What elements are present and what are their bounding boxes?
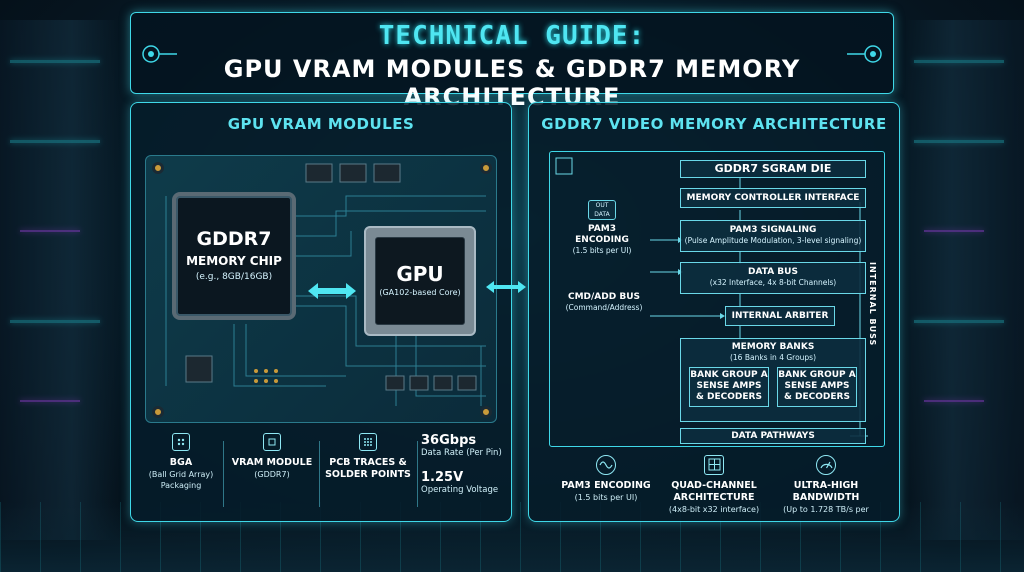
legend-sub: Packaging	[160, 481, 202, 490]
mount-hole	[152, 406, 164, 418]
legend-title: BGA	[169, 457, 193, 468]
gddr7-architecture-panel: GDDR7 VIDEO MEMORY ARCHITECTURE	[528, 102, 900, 522]
circuit-deco-icon	[847, 45, 882, 63]
legend-divider	[417, 441, 418, 507]
server-rack-right	[904, 20, 1024, 540]
out-data-icon: OUT DATA	[588, 200, 616, 220]
memory-chip-label: MEMORY CHIP	[186, 254, 282, 268]
legend-title: PCB TRACES &	[329, 457, 407, 468]
memory-chip-name: GDDR7	[196, 228, 272, 250]
chip-outline-icon	[555, 157, 573, 175]
title-line-1: TECHNICAL GUIDE:	[378, 21, 646, 51]
chip-icon	[263, 433, 281, 451]
vram-modules-panel: GPU VRAM MODULES	[130, 102, 512, 522]
mount-hole	[480, 406, 492, 418]
wave-icon	[596, 455, 616, 475]
server-rack-left	[0, 20, 120, 540]
spec-data-rate: 36Gbps Data Rate (Per Pin) 1.25V Operati…	[421, 433, 503, 495]
legend-divider	[319, 441, 320, 507]
memory-banks-block: MEMORY BANKS (16 Banks in 4 Groups) BANK…	[680, 338, 866, 422]
panel-link-arrow-icon	[486, 281, 526, 293]
feature-pam3-encoding: PAM3 ENCODING (1.5 bits per UI)	[551, 455, 661, 503]
panel-heading: GDDR7 VIDEO MEMORY ARCHITECTURE	[541, 115, 887, 133]
pam3-encoding-side: OUT DATA PAM3 ENCODING (1.5 bits per UI)	[572, 200, 632, 255]
solder-icon	[359, 433, 377, 451]
bank-group-a: BANK GROUP A SENSE AMPS & DECODERS	[689, 367, 769, 407]
internal-buss-label: INTERNAL BUSS	[868, 262, 877, 347]
data-bus-block: DATA BUS (x32 Interface, 4x 8-bit Channe…	[680, 262, 866, 294]
feature-quad-channel: QUAD-CHANNEL ARCHITECTURE (4x8-bit x32 i…	[659, 455, 769, 515]
circuit-deco-icon	[142, 45, 177, 63]
legend-item-bga: BGA (Ball Grid Array) Packaging	[141, 433, 221, 491]
internal-arbiter-block: INTERNAL ARBITER	[725, 306, 835, 326]
legend-item-pcb-traces: PCB TRACES & SOLDER POINTS	[321, 433, 415, 481]
bank-group-b: BANK GROUP A SENSE AMPS & DECODERS	[777, 367, 857, 407]
panel-heading: GPU VRAM MODULES	[227, 115, 415, 133]
gpu-name: GPU	[396, 262, 444, 286]
sgram-die-title: GDDR7 SGRAM DIE	[680, 160, 866, 178]
grid-icon	[704, 455, 724, 475]
legend-title: VRAM MODULE	[231, 457, 313, 468]
spec-label: Operating Voltage	[421, 485, 499, 495]
spec-label: Data Rate (Per Pin)	[421, 448, 502, 458]
gpu-core: (GA102-based Core)	[379, 288, 461, 297]
legend-divider	[223, 441, 224, 507]
pcb-traces	[165, 163, 486, 406]
legend-sub: (GDDR7)	[254, 470, 290, 479]
memory-controller-interface: MEMORY CONTROLLER INTERFACE	[680, 188, 866, 208]
gddr7-memory-chip: GDDR7 MEMORY CHIP (e.g., 8GB/16GB)	[176, 196, 292, 316]
architecture-diagram: GDDR7 SGRAM DIE MEMORY CONTROLLER INTERF…	[549, 151, 885, 447]
bga-icon	[172, 433, 190, 451]
data-pathways-block: DATA PATHWAYS	[680, 428, 866, 444]
mount-hole	[480, 162, 492, 174]
component-legend: BGA (Ball Grid Array) Packaging VRAM MOD…	[141, 433, 503, 513]
cmd-add-bus-label: CMD/ADD BUS (Command/Address)	[565, 292, 643, 312]
mount-hole	[152, 162, 164, 174]
legend-title-2: SOLDER POINTS	[325, 469, 411, 480]
pcb-board: GDDR7 MEMORY CHIP (e.g., 8GB/16GB) GPU (…	[145, 155, 497, 423]
spec-value: 36Gbps	[421, 433, 477, 448]
gauge-icon	[816, 455, 836, 475]
gpu-chip: GPU (GA102-based Core)	[364, 226, 476, 336]
title-banner: TECHNICAL GUIDE: GPU VRAM MODULES & GDDR…	[130, 12, 894, 111]
pam3-signaling-block: PAM3 SIGNALING (Pulse Amplitude Modulati…	[680, 220, 866, 252]
spec-value: 1.25V	[421, 470, 464, 485]
memory-chip-capacity: (e.g., 8GB/16GB)	[195, 272, 273, 282]
legend-sub: (Ball Grid Array)	[148, 470, 214, 479]
legend-item-vram-module: VRAM MODULE (GDDR7)	[227, 433, 317, 480]
feature-ultra-high-bandwidth: ULTRA-HIGH BANDWIDTH (Up to 1.728 TB/s p…	[771, 455, 881, 515]
bidirectional-arrow-icon	[308, 283, 356, 299]
